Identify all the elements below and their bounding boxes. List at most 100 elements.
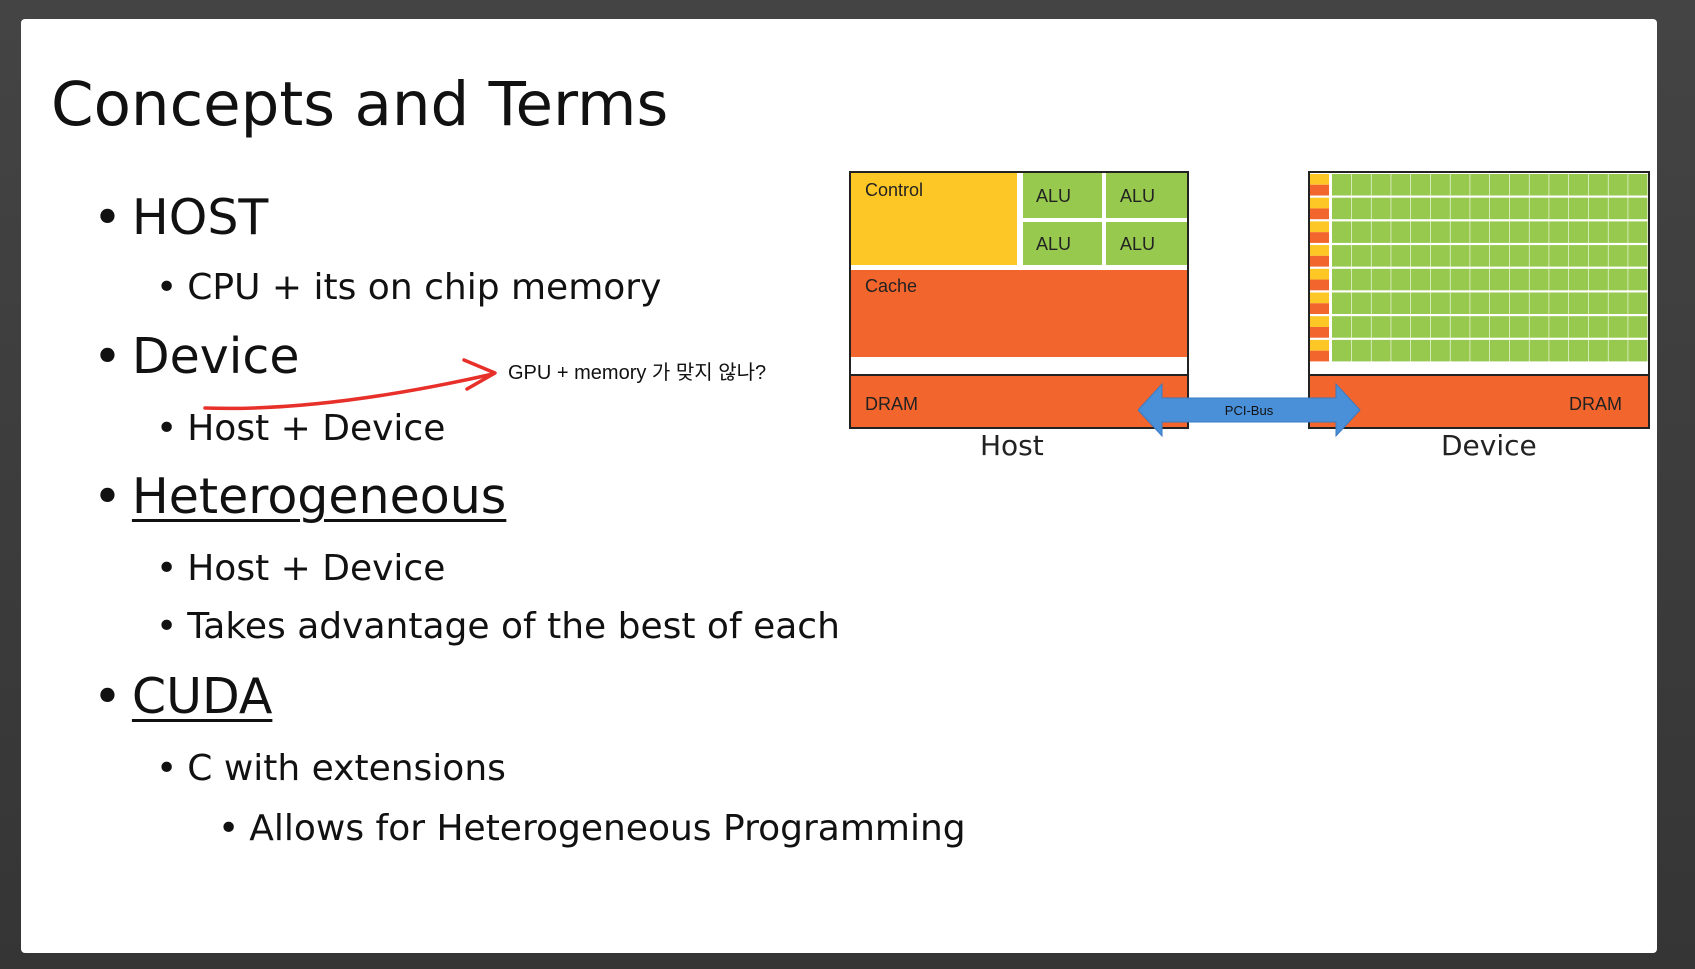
device-alu-cell bbox=[1569, 197, 1589, 220]
device-cache-cell bbox=[1310, 232, 1329, 243]
device-alu-cell bbox=[1529, 339, 1549, 362]
device-alu-cell bbox=[1332, 245, 1352, 267]
device-alu-cell bbox=[1549, 221, 1569, 243]
device-alu-cell bbox=[1569, 174, 1589, 196]
cache-block bbox=[851, 270, 1187, 357]
device-alu-cell bbox=[1351, 245, 1371, 267]
device-alu-cell bbox=[1411, 245, 1431, 267]
device-alu-cell bbox=[1549, 339, 1569, 362]
device-alu-cell bbox=[1391, 292, 1411, 314]
device-alu-cell bbox=[1490, 339, 1510, 362]
device-alu-cell bbox=[1628, 245, 1648, 267]
device-cache-cell bbox=[1310, 303, 1329, 314]
slide: Concepts and Terms •HOST •CPU + its on c… bbox=[21, 19, 1657, 953]
device-alu-cell bbox=[1332, 221, 1352, 243]
slide-title: Concepts and Terms bbox=[51, 69, 669, 140]
device-alu-cell bbox=[1470, 197, 1490, 220]
bullet-dot: • bbox=[156, 548, 178, 589]
device-control-cell bbox=[1310, 339, 1329, 351]
device-alu-cell bbox=[1509, 292, 1529, 314]
bullet-dot: • bbox=[93, 468, 122, 525]
device-alu-cell bbox=[1351, 268, 1371, 291]
device-alu-cell bbox=[1470, 174, 1490, 196]
alu-label: ALU bbox=[1120, 234, 1155, 254]
device-alu-cell bbox=[1490, 245, 1510, 267]
alu-label: ALU bbox=[1036, 186, 1071, 206]
bullet-heterogeneous: •Heterogeneous bbox=[93, 468, 506, 525]
device-alu-cell bbox=[1411, 339, 1431, 362]
device-alu-cell bbox=[1450, 316, 1470, 338]
device-alu-cell bbox=[1371, 292, 1391, 314]
device-alu-cell bbox=[1470, 316, 1490, 338]
device-alu-cell bbox=[1450, 292, 1470, 314]
alu-label: ALU bbox=[1036, 234, 1071, 254]
device-alu-cell bbox=[1509, 316, 1529, 338]
bullet-dot: • bbox=[156, 408, 178, 449]
bullet-dot: • bbox=[93, 328, 122, 385]
bullet-cuda-sub: •C with extensions bbox=[156, 748, 506, 789]
device-control-cell bbox=[1310, 197, 1329, 209]
device-control-cell bbox=[1310, 245, 1329, 256]
alu-label: ALU bbox=[1120, 186, 1155, 206]
device-alu-cell bbox=[1430, 221, 1450, 243]
pci-bus-label: PCI-Bus bbox=[1225, 403, 1274, 418]
device-alu-cell bbox=[1450, 268, 1470, 291]
device-alu-cell bbox=[1509, 339, 1529, 362]
bullet-cuda-subsub: •Allows for Heterogeneous Programming bbox=[218, 808, 966, 849]
device-alu-cell bbox=[1351, 174, 1371, 196]
device-alu-cell bbox=[1549, 245, 1569, 267]
device-alu-cell bbox=[1450, 174, 1470, 196]
device-alu-cell bbox=[1608, 316, 1628, 338]
device-alu-cell bbox=[1470, 268, 1490, 291]
device-alu-cell bbox=[1529, 221, 1549, 243]
device-alu-cell bbox=[1529, 174, 1549, 196]
device-alu-cell bbox=[1628, 221, 1648, 243]
device-alu-cell bbox=[1430, 339, 1450, 362]
device-alu-cell bbox=[1391, 221, 1411, 243]
device-alu-cell bbox=[1450, 339, 1470, 362]
bullet-dot: • bbox=[156, 748, 178, 789]
device-alu-cell bbox=[1430, 197, 1450, 220]
device-cache-cell bbox=[1310, 208, 1329, 220]
device-alu-cell bbox=[1430, 292, 1450, 314]
annotation-arrow bbox=[203, 358, 497, 411]
device-alu-cell bbox=[1588, 292, 1608, 314]
bullet-hetero-sub-2: •Takes advantage of the best of each bbox=[156, 606, 840, 647]
device-alu-cell bbox=[1470, 339, 1490, 362]
device-alu-cell bbox=[1490, 174, 1510, 196]
device-alu-cell bbox=[1490, 316, 1510, 338]
device-alu-cell bbox=[1450, 245, 1470, 267]
device-alu-cell bbox=[1332, 316, 1352, 338]
device-cache-cell bbox=[1310, 255, 1329, 267]
device-caption: Device bbox=[1441, 429, 1537, 462]
device-alu-cell bbox=[1628, 174, 1648, 196]
device-alu-cell bbox=[1371, 197, 1391, 220]
device-alu-cell bbox=[1509, 197, 1529, 220]
device-alu-cell bbox=[1470, 245, 1490, 267]
device-alu-cell bbox=[1509, 174, 1529, 196]
device-alu-cell bbox=[1470, 292, 1490, 314]
device-cache-cell bbox=[1310, 184, 1329, 196]
device-alu-cell bbox=[1490, 292, 1510, 314]
bullet-cuda: •CUDA bbox=[93, 668, 272, 725]
device-alu-cell bbox=[1588, 316, 1608, 338]
device-alu-cell bbox=[1549, 268, 1569, 291]
device-alu-cell bbox=[1332, 197, 1352, 220]
host-caption: Host bbox=[980, 429, 1044, 462]
device-alu-cell bbox=[1588, 245, 1608, 267]
bullet-text: Takes advantage of the best of each bbox=[187, 606, 840, 647]
alu-block bbox=[1106, 173, 1187, 218]
host-dram-block bbox=[851, 376, 1187, 427]
device-control-cell bbox=[1310, 316, 1329, 327]
device-alu-cell bbox=[1332, 174, 1352, 196]
device-alu-cell bbox=[1588, 197, 1608, 220]
device-alu-cell bbox=[1371, 174, 1391, 196]
device-alu-cell bbox=[1411, 316, 1431, 338]
bullet-text: Allows for Heterogeneous Programming bbox=[249, 808, 966, 849]
device-alu-cell bbox=[1470, 221, 1490, 243]
device-control-cell bbox=[1310, 292, 1329, 304]
device-alu-cell bbox=[1608, 174, 1628, 196]
device-alu-cell bbox=[1588, 268, 1608, 291]
device-alu-cell bbox=[1371, 245, 1391, 267]
device-alu-cell bbox=[1490, 268, 1510, 291]
